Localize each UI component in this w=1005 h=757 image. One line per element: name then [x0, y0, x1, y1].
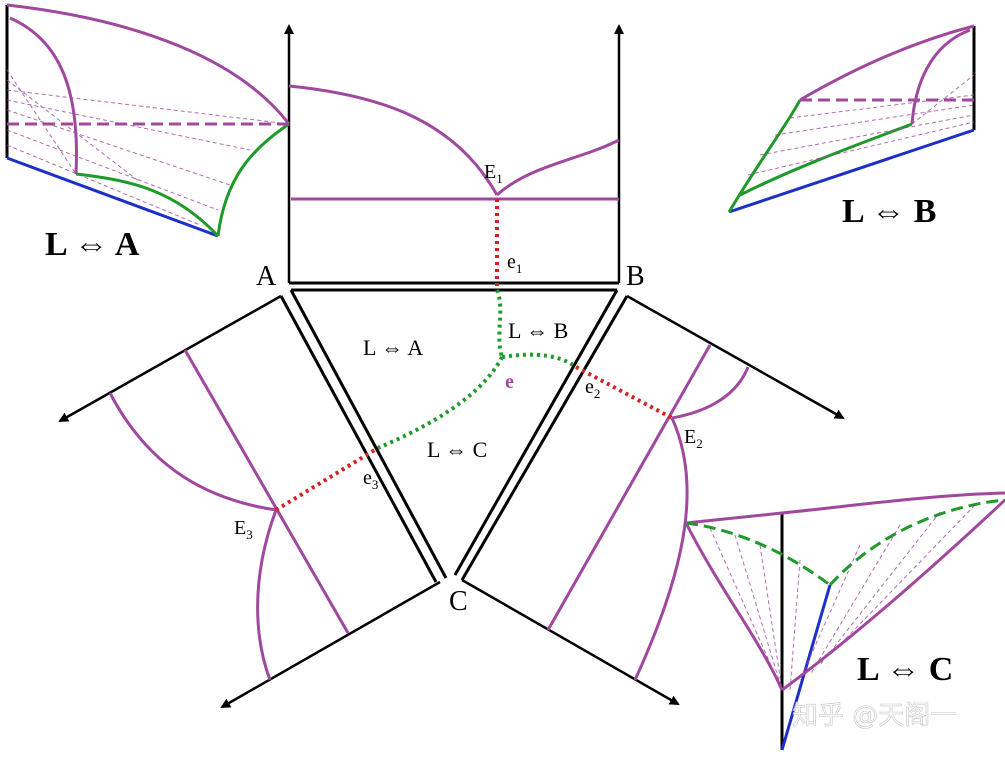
vertex-b-label: B — [626, 261, 645, 292]
point-e2-label: e2 — [585, 376, 600, 401]
liquidus-c-right — [633, 417, 689, 681]
field-l-c-label: L ⇔ C — [427, 437, 487, 462]
eutectic-line-e3 — [183, 349, 350, 634]
inset-l-a: L ⇔ A — [5, 3, 291, 263]
inset-l-c: L ⇔ C — [684, 491, 1005, 751]
vertex-c-label: C — [449, 586, 468, 617]
point-E1-label: E1 — [484, 161, 503, 186]
inset-b-inner-curve — [910, 28, 971, 125]
point-e-label: e — [505, 371, 514, 393]
point-e3-label: e3 — [363, 467, 378, 492]
vertex-a-label: A — [256, 261, 277, 292]
binary-diagram-bc — [461, 294, 845, 706]
inset-a-base — [6, 156, 219, 238]
inset-c-left-curve — [684, 522, 784, 691]
inset-c-left-top — [685, 511, 783, 525]
inset-c-valley-left — [685, 521, 831, 587]
inset-b-valley-right — [739, 122, 913, 197]
binary-diagram-ac — [58, 294, 441, 709]
triangle-edge-bc — [453, 289, 619, 576]
triangle-edge-ac — [289, 289, 448, 579]
inset-b-top-curve — [799, 24, 975, 102]
inset-a-inner-curve — [9, 16, 78, 175]
valley-e3-e — [377, 356, 504, 450]
inset-a-valley — [75, 172, 220, 238]
axis-c-right — [461, 578, 680, 706]
eutectic-line-e2 — [546, 344, 712, 631]
inset-a-top-curve — [6, 3, 291, 125]
inset-a-label: L ⇔ A — [45, 226, 140, 263]
point-E3-label: E3 — [234, 517, 253, 542]
inset-b-valley — [727, 99, 802, 213]
axis-c-left — [220, 580, 441, 709]
valley-e2-e — [501, 352, 578, 369]
projection-e3 — [274, 446, 380, 512]
triangle-edge-bc-outer — [460, 295, 629, 581]
inset-b-label: L ⇔ B — [842, 193, 936, 230]
inset-a-tielines — [6, 69, 290, 226]
valley-e1-e — [495, 289, 504, 358]
liquidus-c-left — [256, 509, 278, 681]
inset-c-right-curve — [781, 498, 1005, 692]
axis-b-right — [626, 294, 845, 420]
liquidus-b-right — [671, 366, 750, 420]
liquidus-b — [495, 138, 620, 197]
inset-c-label: L ⇔ C — [857, 651, 953, 688]
triangle-edge-ac-outer — [279, 295, 438, 583]
eutectic-valleys — [377, 289, 578, 450]
field-l-a-label: L ⇔ A — [363, 335, 423, 360]
inset-a-valley-right — [216, 122, 290, 237]
field-l-b-label: L ⇔ B — [508, 318, 568, 343]
axis-a-left — [58, 294, 282, 423]
watermark: 知乎 @天阁一 — [792, 701, 956, 731]
inset-c-valley-right — [828, 498, 1005, 587]
point-E2-label: E2 — [684, 426, 703, 451]
binary-diagram-ab — [284, 24, 624, 290]
inset-c-tielines — [709, 504, 976, 691]
liquidus-a — [288, 84, 499, 196]
inset-b-base — [728, 128, 975, 214]
liquidus-a-left — [108, 392, 277, 512]
point-e1-label: e1 — [507, 251, 522, 276]
inset-l-b: L ⇔ B — [727, 24, 976, 230]
inset-c-top-curve — [781, 491, 1005, 515]
ternary-triangle — [279, 288, 629, 583]
inset-b-tielines — [747, 74, 975, 176]
